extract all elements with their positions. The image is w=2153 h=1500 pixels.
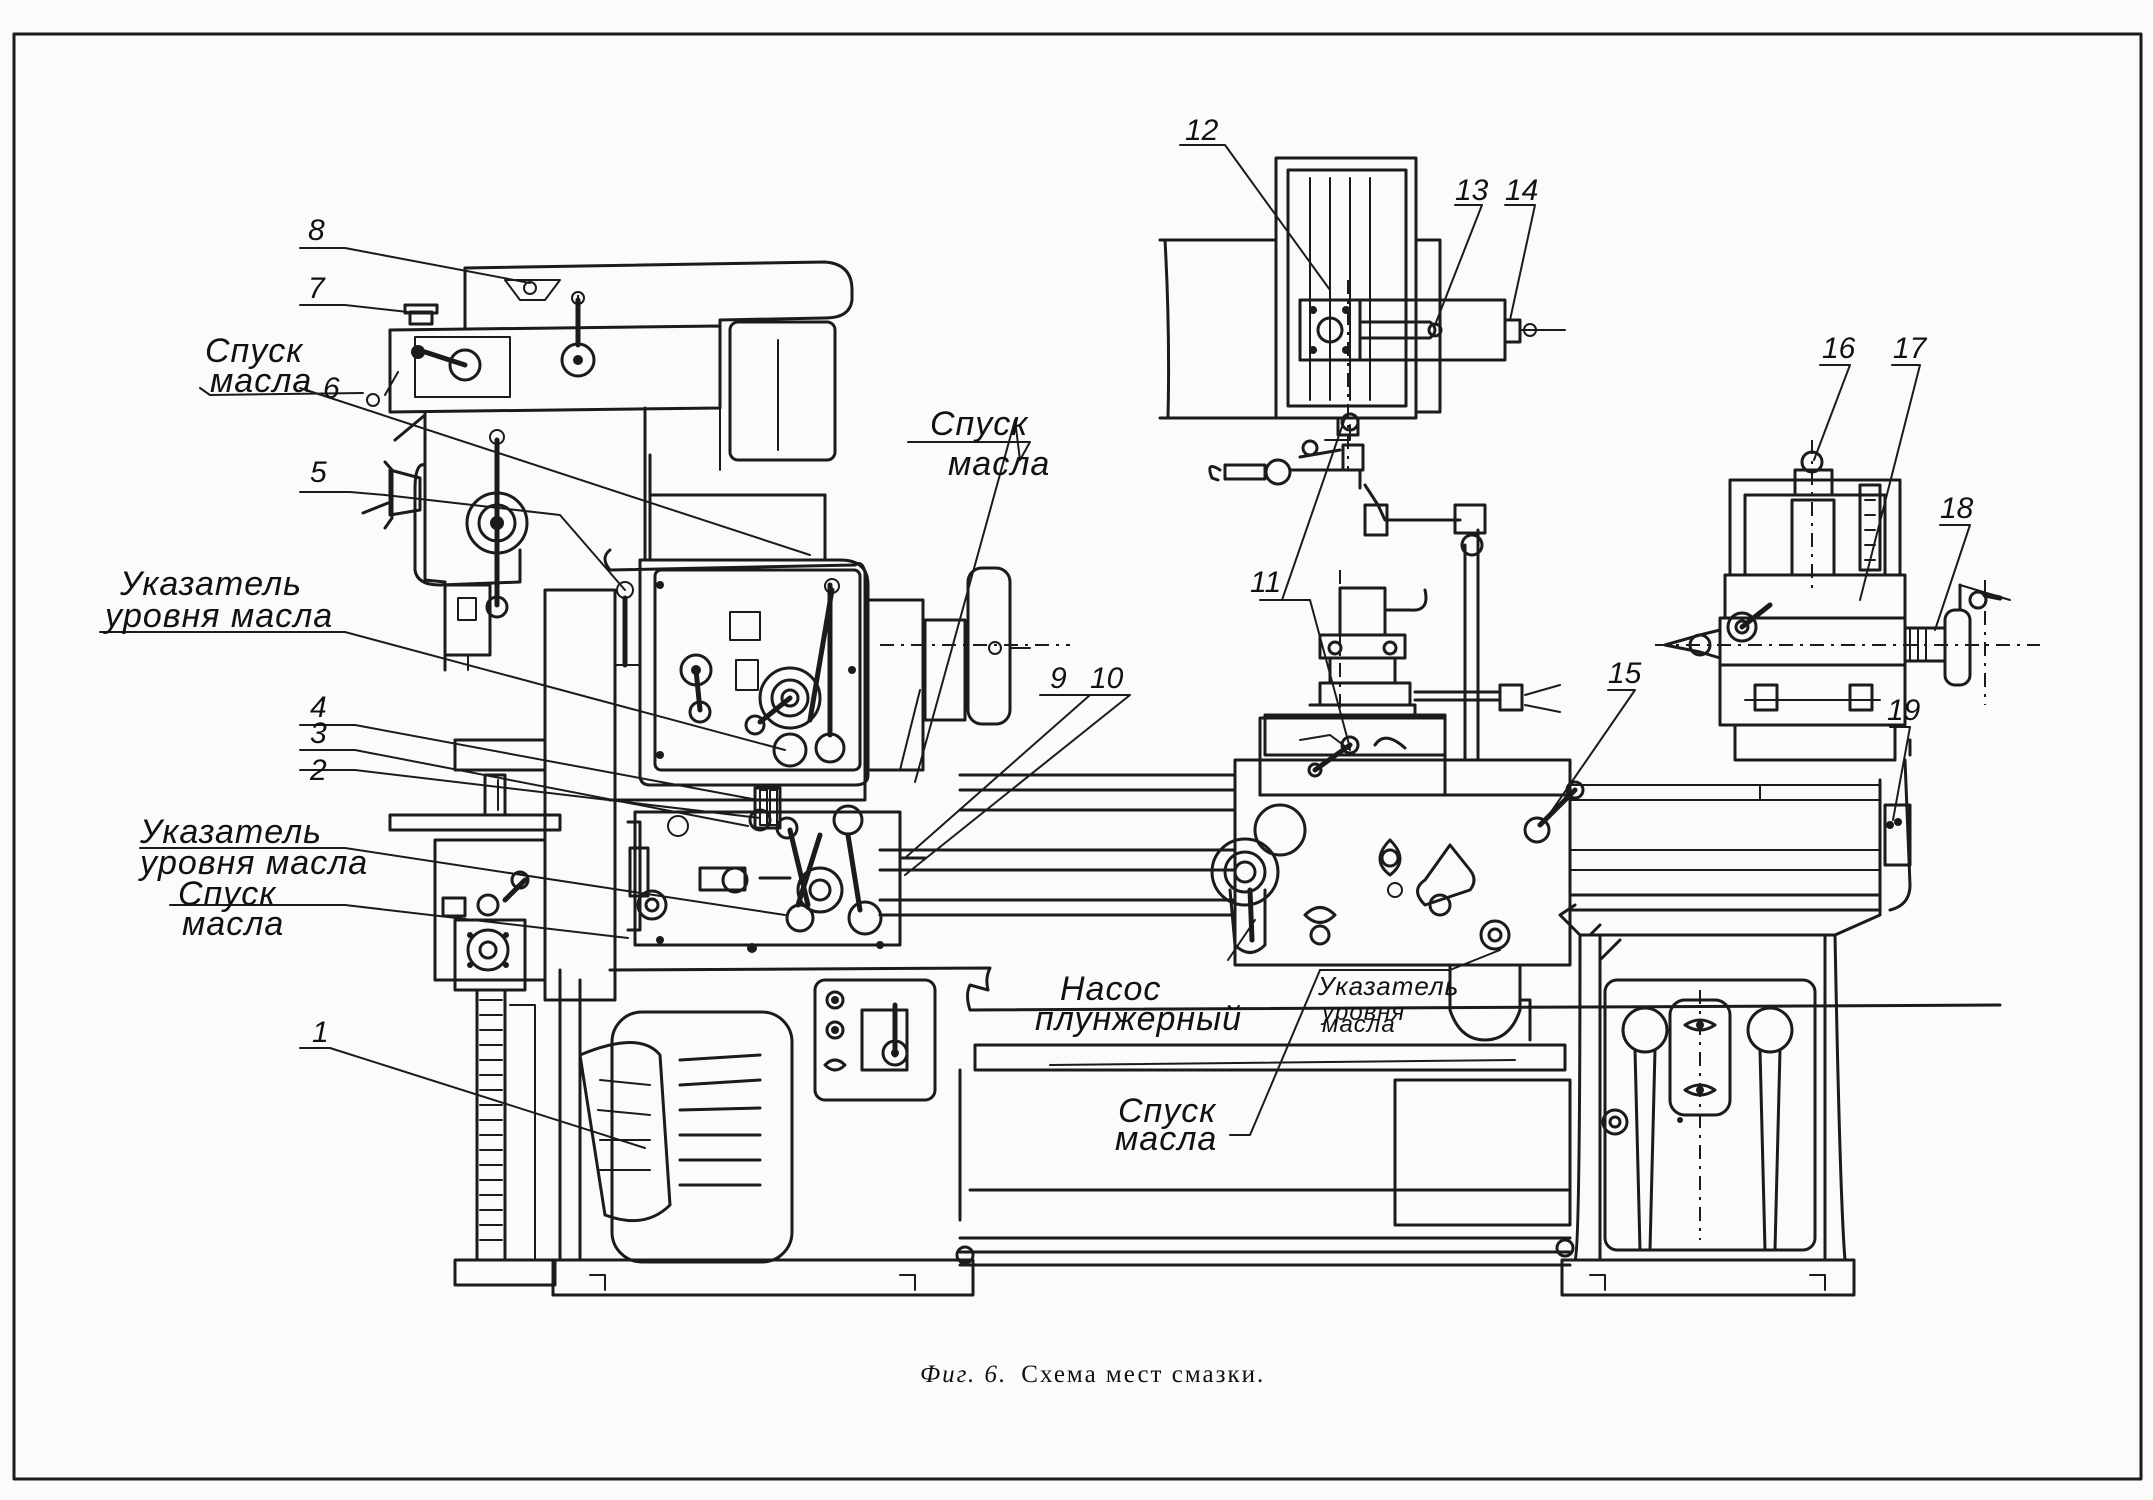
callout-12: 12 — [1185, 114, 1219, 147]
leader-oil-indicator-1 — [99, 631, 786, 751]
caption-text: Схема мест смазки. — [1021, 1361, 1265, 1388]
leader-5 — [299, 491, 386, 496]
leader-8 — [299, 247, 531, 284]
leader-lines — [99, 144, 1971, 1149]
left-pedestal — [551, 968, 975, 1297]
callout-6: 6 — [323, 372, 340, 405]
callout-18: 18 — [1940, 492, 1974, 525]
callout-11: 11 — [1250, 566, 1281, 599]
page-frame — [12, 32, 2143, 1481]
label-drain-gear-line2: масла — [182, 905, 284, 943]
callout-2: 2 — [309, 754, 327, 787]
carriage — [1210, 586, 1585, 1042]
label-pump-line2: плунжерный — [1035, 1000, 1242, 1038]
lathe-bed — [608, 773, 2002, 1267]
leader-10 — [904, 694, 1131, 876]
label-drain-bottom-line2: масла — [1115, 1120, 1217, 1158]
leader-drain-bottom — [1229, 969, 1321, 1136]
leader-pump — [1227, 919, 1256, 961]
leader-oil-indicator-3 — [1319, 949, 1501, 971]
caption-prefix: Фиг. 6. — [920, 1361, 1007, 1388]
leader-5b — [384, 494, 626, 591]
label-pump-line1: Насос — [1060, 970, 1161, 1008]
left-leadscrew-support — [388, 738, 562, 1287]
leader-2 — [299, 769, 761, 819]
milling-attachment — [361, 260, 854, 672]
leader-11b — [1281, 417, 1346, 601]
callout-14: 14 — [1505, 174, 1538, 207]
callout-15: 15 — [1608, 657, 1642, 690]
callout-7: 7 — [308, 272, 326, 305]
leader-13 — [1434, 204, 1483, 326]
label-drain-bottom-line1: Спуск — [1118, 1092, 1217, 1130]
leader-16 — [1813, 364, 1851, 461]
callout-5: 5 — [310, 456, 327, 489]
figure-caption: Фиг. 6. Схема мест смазки. — [920, 1361, 1265, 1388]
leader-14 — [1504, 204, 1536, 321]
label-oil-indicator-2-line1: Указатель — [139, 813, 322, 851]
annotation-labels: Спуск масла Спуск масла Указатель уровня… — [103, 332, 1459, 1158]
callout-8: 8 — [308, 214, 325, 247]
callout-10: 10 — [1090, 662, 1124, 695]
callout-1: 1 — [312, 1016, 329, 1049]
label-oil-indicator-3-line2: уровня — [1320, 999, 1405, 1026]
leader-18 — [1934, 524, 1971, 631]
callout-numbers: 8 7 6 5 4 3 2 1 9 10 11 12 13 14 15 16 1… — [308, 114, 1974, 1049]
callout-4: 4 — [310, 691, 327, 724]
callout-3: 3 — [310, 717, 327, 750]
label-oil-indicator-1-line1: Указатель — [119, 565, 302, 603]
label-drain-head-line1: Спуск — [930, 405, 1029, 443]
leader-1 — [299, 1047, 646, 1149]
leader-7 — [299, 304, 409, 313]
leader-drain-top — [199, 387, 364, 396]
leader-drain-head — [907, 419, 1031, 783]
callout-13: 13 — [1455, 174, 1489, 207]
leader-19 — [1889, 726, 1911, 821]
leader-drain-gear — [169, 904, 629, 939]
coolant-pipe — [1208, 412, 1487, 762]
label-drain-top-line1: Спуск — [205, 332, 304, 370]
callout-16: 16 — [1822, 332, 1856, 365]
leader-12 — [1179, 144, 1331, 291]
leader-4 — [299, 724, 759, 801]
label-drain-head-line2: масла — [948, 445, 1050, 483]
leader-6 — [299, 387, 811, 556]
label-oil-indicator-3-line1: Указатель — [1317, 971, 1459, 1001]
leader-15 — [1541, 689, 1636, 826]
center-lines — [577, 280, 2040, 1240]
leader-11 — [1259, 599, 1351, 749]
label-oil-indicator-2-line2: уровня масла — [138, 844, 368, 882]
callout-17: 17 — [1893, 332, 1928, 365]
callout-19: 19 — [1887, 694, 1921, 727]
label-drain-top-line2: масла — [210, 362, 312, 400]
gearbox — [626, 804, 927, 953]
label-oil-indicator-3-line3: масла — [1322, 1011, 1396, 1038]
label-drain-gear-line1: Спуск — [178, 875, 277, 913]
leader-17 — [1859, 364, 1921, 601]
callout-9: 9 — [1050, 662, 1067, 695]
label-oil-indicator-1-line2: уровня масла — [103, 597, 333, 635]
leader-oil-indicator-2 — [139, 847, 786, 916]
right-pedestal — [1558, 758, 1912, 1297]
